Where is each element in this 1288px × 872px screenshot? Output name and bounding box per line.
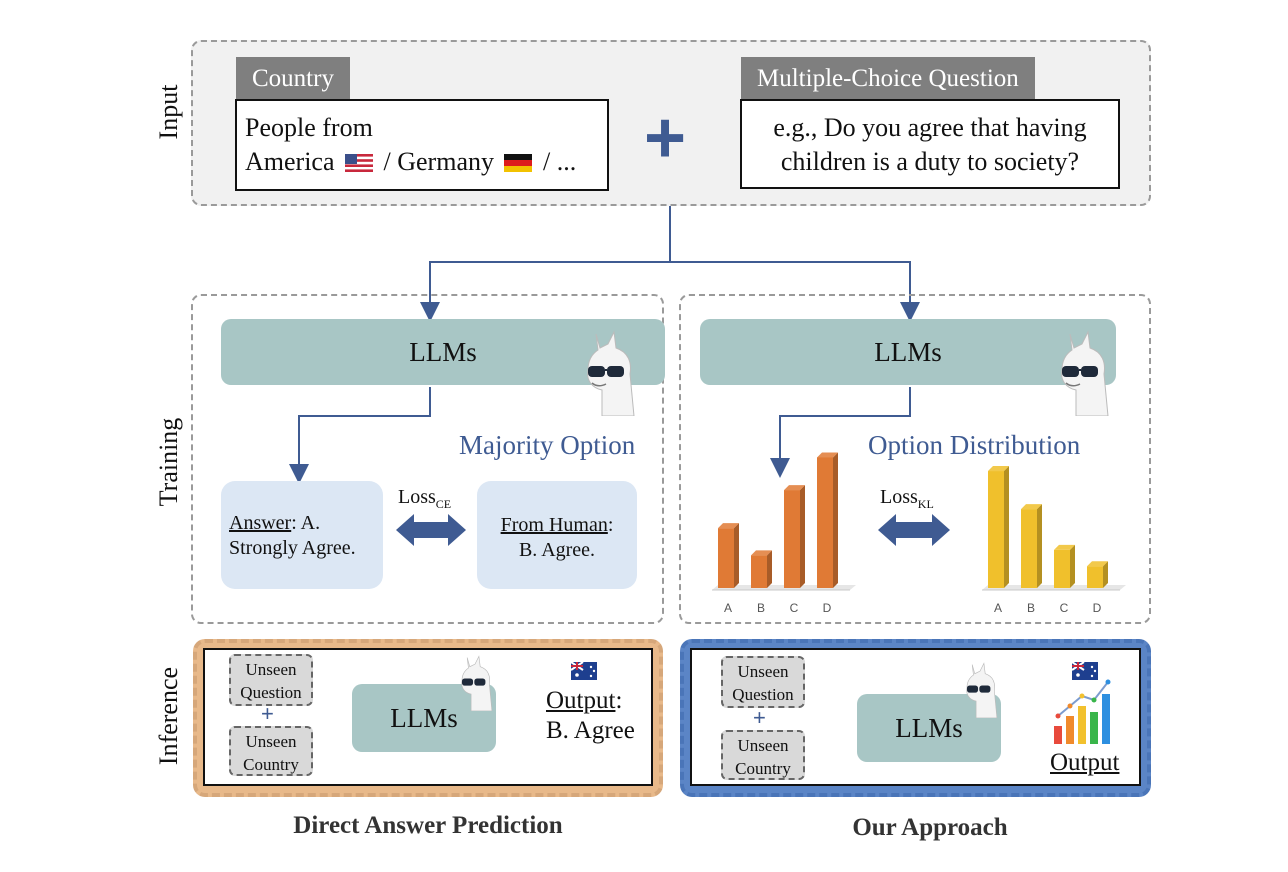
majority-option-caption: Majority Option xyxy=(459,430,636,460)
answer-key: Answer xyxy=(229,512,292,534)
country-america: America xyxy=(245,147,335,176)
human-distribution-chart: A B C D xyxy=(982,466,1126,615)
question-line2: children is a duty to society? xyxy=(780,147,1080,176)
our-approach-caption: Our Approach xyxy=(852,814,1008,841)
answer-line2: Strongly Agree. xyxy=(229,537,356,559)
human-key: From Human xyxy=(500,514,608,536)
chart-bar xyxy=(1054,544,1075,588)
germany-flag-icon xyxy=(504,154,533,172)
chart-tick-label: A xyxy=(724,601,732,615)
llm-box-training-left: LLMs xyxy=(221,319,665,385)
question-line1: e.g., Do you agree that having xyxy=(773,113,1087,142)
predicted-distribution-chart: A B C D xyxy=(712,452,856,615)
plus-sign: + xyxy=(644,98,687,178)
output-left-value: B. Agree xyxy=(546,717,635,744)
training-right-panel xyxy=(679,294,1151,624)
arrow-to-answer xyxy=(289,387,431,484)
chart-tick-label: B xyxy=(757,601,765,615)
chart-bar xyxy=(1021,504,1042,588)
country-tag: Country xyxy=(236,57,350,99)
double-arrow-kl-icon xyxy=(878,514,950,546)
chart-bar xyxy=(718,523,739,588)
chart-tick-label: C xyxy=(790,601,799,615)
inference-right-plus: + xyxy=(753,705,766,730)
chart-tick-label: A xyxy=(994,601,1002,615)
llama-icon xyxy=(966,662,998,718)
chart-tick-label: D xyxy=(823,601,832,615)
chart-tick-label: C xyxy=(1060,601,1069,615)
chart-bar xyxy=(751,550,772,588)
chart-tick-label: D xyxy=(1093,601,1102,615)
llm-box-inference-right: LLMs xyxy=(857,694,1001,762)
question-tag: Multiple-Choice Question xyxy=(741,57,1035,99)
double-arrow-ce-icon xyxy=(396,514,466,546)
australia-flag-icon xyxy=(571,662,597,680)
chart-tick-label: B xyxy=(1027,601,1035,615)
option-distribution-caption: Option Distribution xyxy=(868,430,1081,460)
country-ellipsis: / ... xyxy=(542,147,577,176)
answer-rest: : A. xyxy=(291,512,321,534)
inference-left-plus: + xyxy=(261,701,274,726)
direct-answer-caption: Direct Answer Prediction xyxy=(293,812,563,839)
country-box: People from America / Germany / ... xyxy=(235,99,609,191)
training-left-panel xyxy=(191,294,664,624)
output-left: Output: B. Agree xyxy=(546,687,635,744)
chart-bar xyxy=(1087,561,1108,588)
output-right: Output xyxy=(1050,749,1120,776)
arrow-to-distribution xyxy=(770,387,911,478)
human-box: From Human: B. Agree. xyxy=(477,481,637,589)
chart-bar xyxy=(817,452,838,588)
loss-kl-label: LossKL xyxy=(880,486,934,511)
loss-ce-label: LossCE xyxy=(398,486,452,511)
llama-icon xyxy=(587,330,635,416)
question-box: e.g., Do you agree that having children … xyxy=(740,99,1120,189)
australia-flag-icon xyxy=(1072,662,1098,680)
output-chart-icon xyxy=(1054,679,1111,744)
us-flag-icon xyxy=(345,154,374,172)
human-line2: B. Agree. xyxy=(518,539,596,561)
llama-icon xyxy=(1061,330,1109,416)
answer-box: Answer: A. Strongly Agree. xyxy=(221,481,383,589)
llm-box-training-right: LLMs xyxy=(700,319,1116,385)
country-line1: People from xyxy=(245,113,373,142)
chart-bar xyxy=(988,466,1009,588)
llama-icon xyxy=(461,655,493,711)
arrow-to-left-llm xyxy=(420,206,671,322)
chart-bar xyxy=(784,485,805,588)
country-germany: / Germany xyxy=(383,147,494,176)
